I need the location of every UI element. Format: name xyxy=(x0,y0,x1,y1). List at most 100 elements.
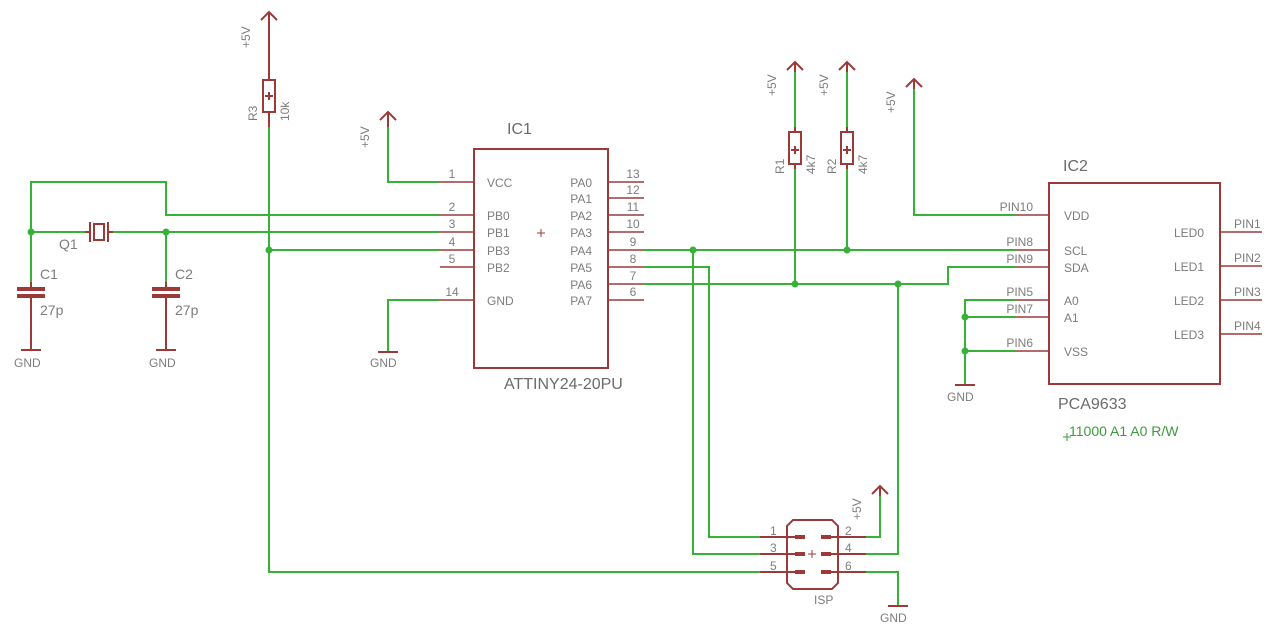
ic1-pin-number: 11 xyxy=(627,200,640,214)
ic2-pin-label: VDD xyxy=(1064,209,1090,223)
wire-isp4 xyxy=(866,284,899,555)
capacitor-c2: C2 27p xyxy=(152,266,199,318)
ic1-pin-label: PB3 xyxy=(487,244,510,258)
junction xyxy=(162,228,170,236)
supply-ic1: +5V xyxy=(358,110,397,148)
resistor-r1: R1 4k7 xyxy=(773,127,818,174)
ic1-pin-number: 4 xyxy=(449,235,456,249)
ic1-pin-number: 13 xyxy=(626,167,640,181)
gnd-c1: GND xyxy=(14,298,41,370)
wire-ic1-vcc xyxy=(387,127,440,183)
capacitor-c1: C1 27p xyxy=(17,266,64,318)
junction xyxy=(265,246,273,254)
resistor-value: 4k7 xyxy=(804,154,818,174)
wire-ic1-gnd xyxy=(387,299,440,352)
wire-pb0 xyxy=(30,181,440,232)
wire-isp2 xyxy=(866,495,881,538)
wire-pa4-isp3 xyxy=(692,250,760,555)
isp-pin-number: 4 xyxy=(845,541,852,555)
ic1-pin-label: PA3 xyxy=(570,226,592,240)
supply-label: +5V xyxy=(765,74,779,96)
capacitor-value: 27p xyxy=(40,302,64,318)
ic2-pin-label: LED2 xyxy=(1174,294,1204,308)
ic2-name: IC2 xyxy=(1063,158,1088,175)
ic1-pin-label: PB1 xyxy=(487,226,510,240)
ic1-pin-label: PA6 xyxy=(570,278,592,292)
supply-ic2: +5V xyxy=(884,77,923,113)
ic2-pin-number: PIN7 xyxy=(1006,302,1033,316)
gnd-label: GND xyxy=(370,356,397,370)
ic1-pin-number: 3 xyxy=(449,217,456,231)
junction xyxy=(961,313,969,321)
wires xyxy=(30,70,1016,606)
ic1-pin-number: 2 xyxy=(449,200,456,214)
gnd-label: GND xyxy=(947,390,974,404)
ic2-value: PCA9633 xyxy=(1058,396,1127,413)
ic1-pin-number: 10 xyxy=(626,217,640,231)
ic2-pin-label: VSS xyxy=(1064,345,1088,359)
ic1-pin-label: PA1 xyxy=(570,192,592,206)
ic1-pin-number: 6 xyxy=(630,285,637,299)
gnd-label: GND xyxy=(149,356,176,370)
isp-header: 1 2 3 4 5 6 ISP xyxy=(760,519,866,607)
ic2-pin-label: SCL xyxy=(1064,244,1088,258)
ic2-pin-number: PIN5 xyxy=(1006,285,1033,299)
wire-r3-isp5 xyxy=(268,127,760,573)
ic2-pin-number: PIN1 xyxy=(1234,217,1261,231)
ic1-pin-label: PB0 xyxy=(487,209,510,223)
ic1-pin-number: 14 xyxy=(445,285,459,299)
capacitor-name: C1 xyxy=(40,266,58,282)
junctions xyxy=(27,228,969,355)
junction xyxy=(894,280,902,288)
gnd-label: GND xyxy=(14,356,41,370)
supply-label: +5V xyxy=(239,26,253,48)
ic2-pin-label: LED1 xyxy=(1174,260,1204,274)
junction xyxy=(961,347,969,355)
ic1-pin-number: 12 xyxy=(626,183,640,197)
ic2-pin-number: PIN8 xyxy=(1006,235,1033,249)
ic2-pin-label: A0 xyxy=(1064,294,1079,308)
ic2: IC2 PCA9633 11000 A1 A0 R/W xyxy=(1048,158,1221,441)
ic2-pin-label: LED0 xyxy=(1174,226,1204,240)
ic1-pin-label: GND xyxy=(487,294,514,308)
isp-pin-number: 6 xyxy=(845,559,852,573)
gnd-c2: GND xyxy=(149,298,176,370)
ic2-pin-number: PIN4 xyxy=(1234,319,1261,333)
ic1-pin-label: VCC xyxy=(487,176,513,190)
supply-label: +5V xyxy=(817,74,831,96)
resistor-name: R3 xyxy=(246,105,260,121)
supply-r2: +5V xyxy=(817,60,856,96)
ic1-pin-label: PA0 xyxy=(570,176,592,190)
junction xyxy=(791,280,799,288)
wire-vdd xyxy=(913,87,1016,216)
resistor-name: R1 xyxy=(773,158,787,174)
capacitor-name: C2 xyxy=(175,266,193,282)
isp-pin-number: 3 xyxy=(770,541,777,555)
isp-pin-number: 2 xyxy=(845,524,852,538)
supply-isp: +5V xyxy=(850,484,889,520)
ic1-value: ATTINY24-20PU xyxy=(504,376,623,393)
ic2-pin-number: PIN9 xyxy=(1006,252,1033,266)
junction xyxy=(843,246,851,254)
wire-isp6 xyxy=(866,571,899,606)
ic1-pin-number: 8 xyxy=(630,252,637,266)
resistor-value: 10k xyxy=(278,101,292,121)
gnd-label: GND xyxy=(880,611,907,625)
supply-label: +5V xyxy=(884,91,898,113)
ic1-pin-label: PB2 xyxy=(487,261,510,275)
ic1-pin-number: 7 xyxy=(630,269,637,283)
ic2-pin-label: A1 xyxy=(1064,311,1079,325)
ic1-pin-label: PA7 xyxy=(570,294,592,308)
wire-pa5-isp1 xyxy=(644,266,760,538)
gnd-ic2: GND xyxy=(947,384,975,404)
ic1-name: IC1 xyxy=(507,121,532,138)
ic1-pin-number: 9 xyxy=(630,235,637,249)
ic2-pin-number: PIN6 xyxy=(1006,336,1033,350)
ic1: IC1 ATTINY24-20PU xyxy=(473,121,623,393)
wire-sda xyxy=(644,266,1016,285)
supply-r3: +5V xyxy=(239,10,278,80)
gnd-isp: GND xyxy=(880,605,908,625)
